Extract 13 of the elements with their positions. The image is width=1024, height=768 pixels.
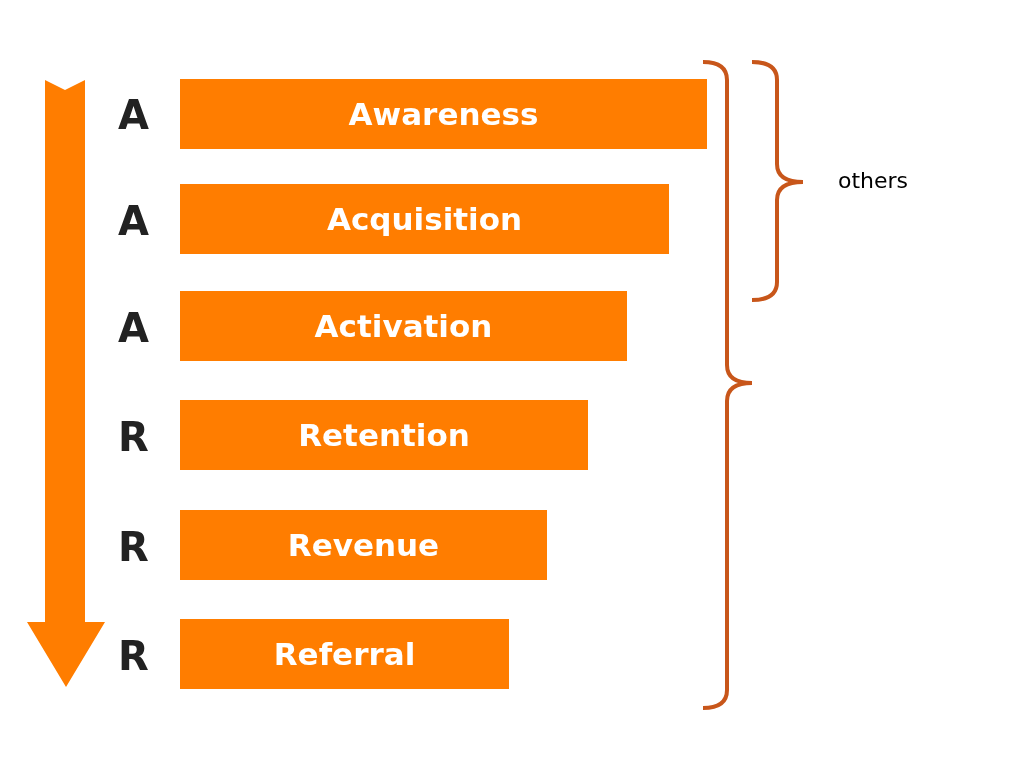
stage-bar: Revenue — [180, 510, 547, 580]
stage-bar: Activation — [180, 291, 627, 361]
stage-letter: A — [118, 92, 149, 138]
stage-letter: A — [118, 198, 149, 244]
stage-letter: R — [118, 524, 149, 570]
bracket-label: others — [838, 168, 909, 193]
stage-bar: Acquisition — [180, 184, 669, 254]
stage-letter: A — [118, 305, 149, 351]
stage-letter: R — [118, 633, 149, 679]
stage-bar: Retention — [180, 400, 588, 470]
stage-bar: Awareness — [180, 79, 707, 149]
stage-letter: R — [118, 414, 149, 460]
stage-bar: Referral — [180, 619, 509, 689]
